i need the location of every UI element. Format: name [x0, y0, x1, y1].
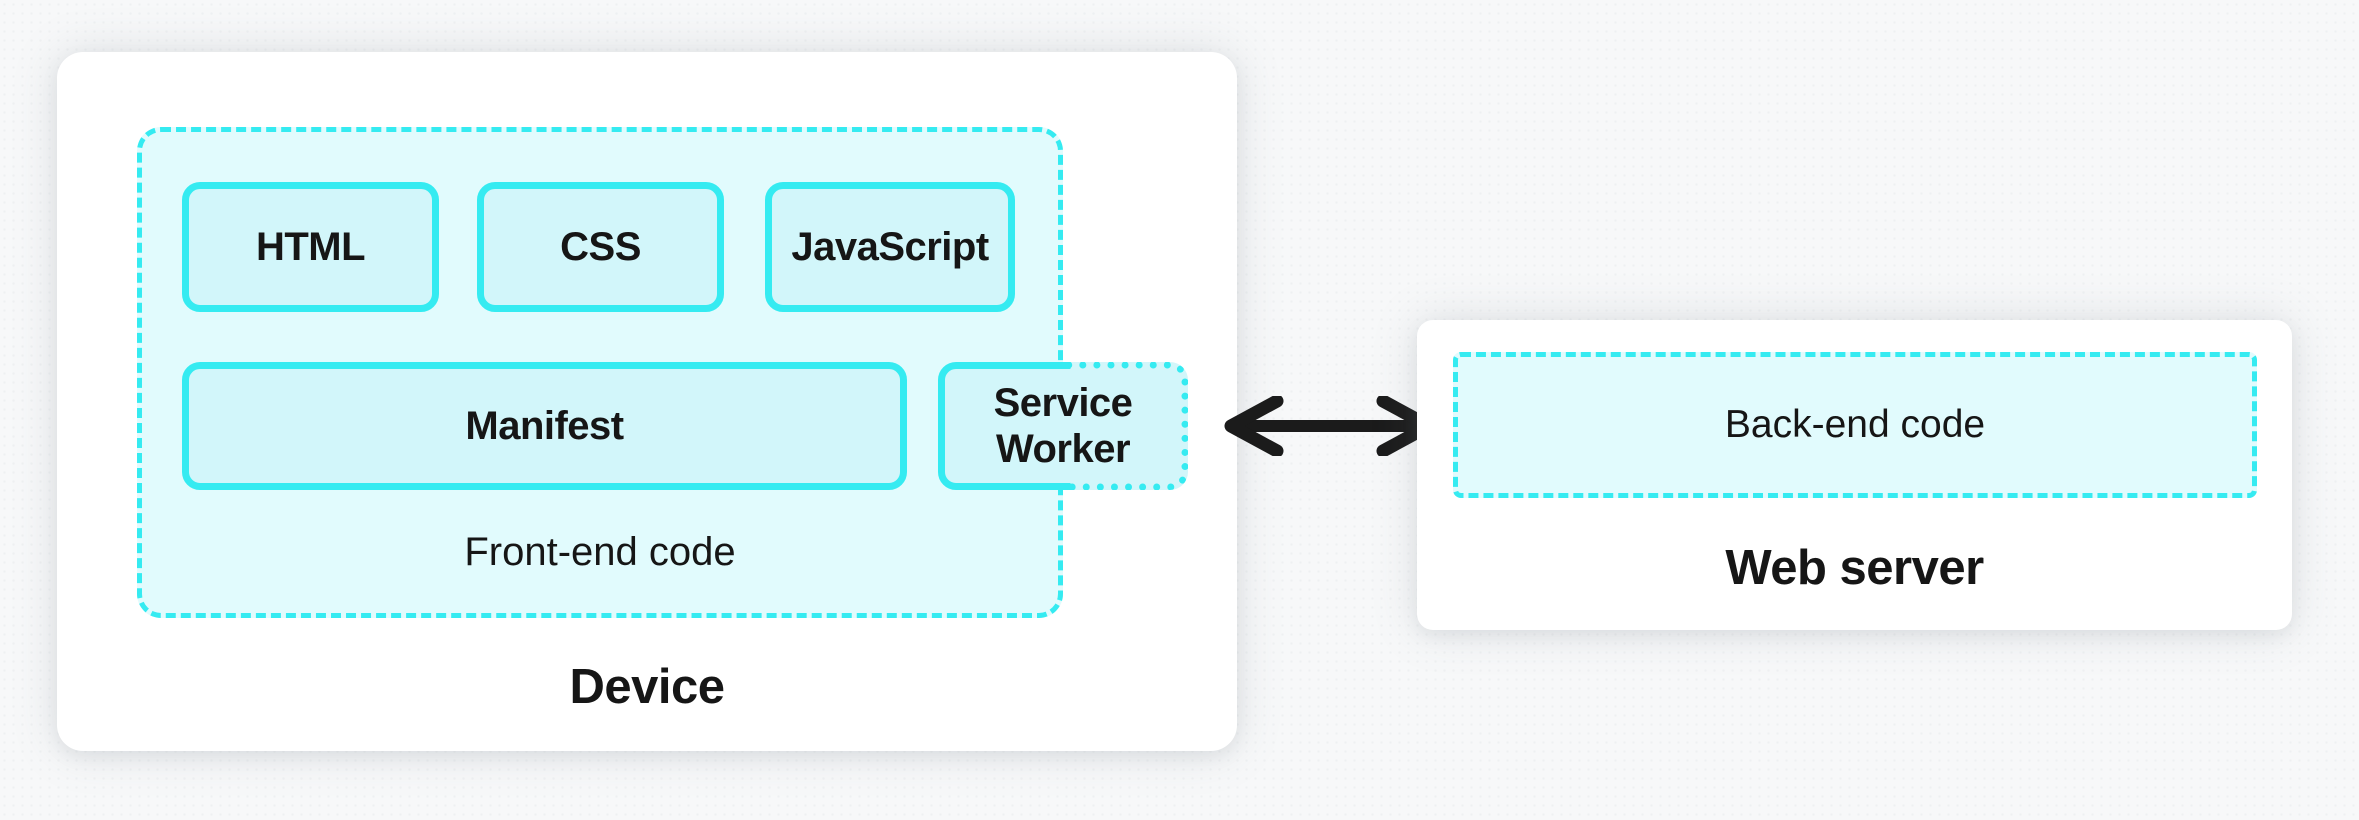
manifest-box-label: Manifest: [465, 403, 624, 448]
backend-code-box: Back-end code: [1453, 352, 2257, 498]
css-box: CSS: [477, 182, 724, 312]
backend-code-label: Back-end code: [1724, 403, 1986, 446]
frontend-code-label: Front-end code: [464, 529, 736, 574]
html-box-label: HTML: [255, 224, 366, 269]
service-worker-box: Service Worker: [938, 362, 1188, 490]
javascript-box: JavaScript: [765, 182, 1015, 312]
css-box-label: CSS: [560, 224, 641, 269]
web-server-title: Web server: [1725, 541, 1984, 595]
html-box: HTML: [182, 182, 439, 312]
manifest-box: Manifest: [182, 362, 907, 490]
bidirectional-arrow-icon: [1217, 396, 1443, 456]
javascript-box-label: JavaScript: [791, 224, 989, 269]
device-title: Device: [569, 660, 725, 714]
service-worker-box-label: Service Worker: [993, 381, 1133, 471]
